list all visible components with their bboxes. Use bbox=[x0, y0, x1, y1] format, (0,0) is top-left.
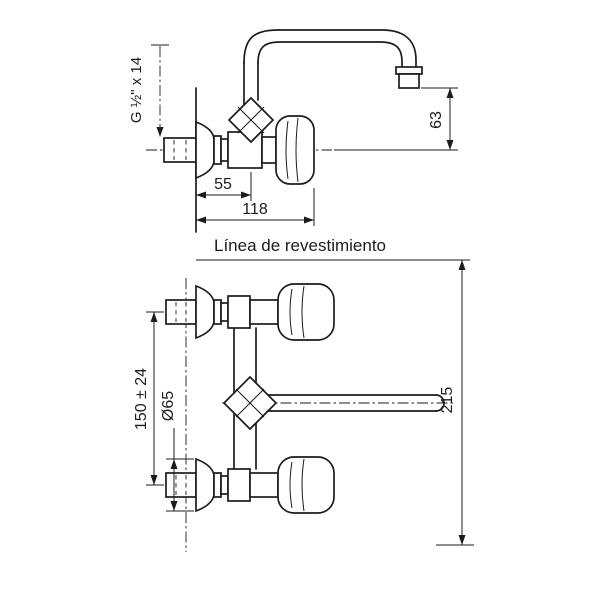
handle-knob-top bbox=[277, 283, 335, 341]
escutcheon-bottom bbox=[195, 457, 215, 513]
valve-body-top bbox=[227, 295, 251, 329]
supply-stub-top bbox=[165, 299, 197, 325]
spout-front bbox=[263, 394, 445, 412]
top-inlet bbox=[165, 283, 335, 341]
dimension-65: Ø65 bbox=[160, 391, 194, 512]
aerator bbox=[398, 73, 420, 89]
supply-stub bbox=[163, 137, 197, 163]
bottom-inlet bbox=[165, 456, 335, 514]
escutcheon bbox=[195, 120, 215, 180]
spout-nut bbox=[227, 96, 275, 144]
escutcheon-top bbox=[195, 284, 215, 340]
dimension-215: 215 bbox=[436, 260, 474, 546]
dim-63-label: 63 bbox=[428, 111, 445, 129]
dim-150-label: 150 ± 24 bbox=[133, 368, 150, 430]
supply-stub-bottom bbox=[165, 472, 197, 498]
dim-118-label: 118 bbox=[242, 201, 268, 218]
handle-knob bbox=[275, 115, 315, 185]
dim-55-label: 55 bbox=[214, 176, 232, 193]
handle-knob-bottom bbox=[277, 456, 335, 514]
thread-spec-label: G ½" x 14 bbox=[128, 57, 145, 123]
bottom-view: 150 ± 24 Ø65 215 bbox=[133, 260, 474, 552]
dimension-118: 118 bbox=[196, 188, 315, 226]
dim-65-label: Ø65 bbox=[160, 391, 177, 421]
dimension-55: 55 bbox=[196, 172, 252, 201]
spout bbox=[243, 29, 423, 89]
lining-line-group: Línea de revestimiento bbox=[196, 236, 470, 261]
valve-connector bbox=[261, 136, 277, 164]
aerator-flange bbox=[395, 66, 423, 75]
spout-nut-front bbox=[222, 375, 278, 431]
thread-callout: G ½" x 14 bbox=[128, 44, 169, 137]
dimension-63: 63 bbox=[334, 87, 458, 151]
dim-215-label: 215 bbox=[439, 387, 456, 414]
lining-line-label: Línea de revestimiento bbox=[214, 236, 386, 255]
leader-arrow bbox=[156, 127, 164, 137]
top-view: G ½" x 14 bbox=[128, 29, 458, 233]
valve-body bbox=[227, 131, 263, 169]
valve-body-bottom bbox=[227, 468, 251, 502]
dimension-150: 150 ± 24 bbox=[133, 311, 164, 486]
